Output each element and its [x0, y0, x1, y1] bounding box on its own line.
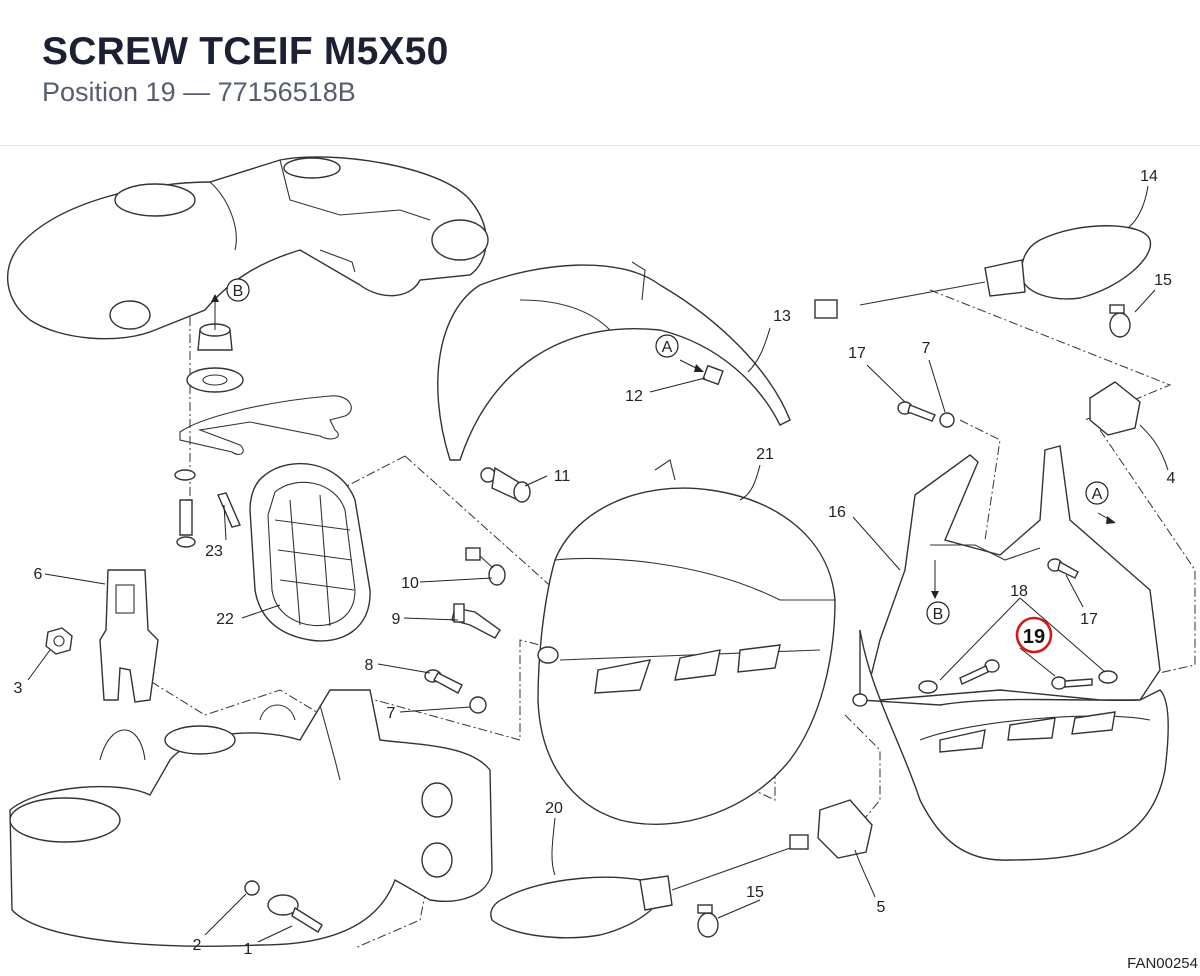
callout-9[interactable]: 9 — [392, 611, 401, 628]
callout-23[interactable]: 23 — [205, 543, 223, 560]
bulb-11 — [480, 466, 531, 503]
callout-5[interactable]: 5 — [877, 899, 886, 916]
callout-21[interactable]: 21 — [756, 446, 774, 463]
bulb-15-bottom — [697, 904, 719, 938]
page-subtitle: Position 19 — 77156518B — [42, 77, 356, 107]
screw-8 — [424, 669, 463, 694]
svg-text:B: B — [233, 283, 244, 300]
stud-1 — [267, 894, 323, 933]
upper-triple-clamp — [6, 156, 489, 340]
callout-20[interactable]: 20 — [545, 800, 563, 817]
leader-lines — [27, 185, 1169, 943]
screw-17-top — [897, 401, 955, 428]
headlight-cover-13 — [437, 261, 791, 461]
callout-16[interactable]: 16 — [828, 504, 846, 521]
clip-18 — [918, 670, 1118, 694]
svg-text:A: A — [1092, 486, 1103, 503]
reference-letter-a-cover: A — [655, 334, 679, 358]
header: SCREW TCEIF M5X50 Position 19 — 77156518… — [0, 0, 1200, 146]
screw-19 — [959, 659, 1093, 690]
nut-3 — [45, 627, 73, 655]
callout-11[interactable]: 11 — [554, 468, 571, 485]
callout-6[interactable]: 6 — [34, 566, 43, 583]
front-fairing — [852, 629, 1169, 861]
svg-text:19: 19 — [1023, 626, 1045, 648]
reference-letter-b-top: B — [226, 278, 250, 302]
turn-indicator-20 — [490, 834, 809, 939]
svg-text:B: B — [933, 606, 944, 623]
washer-17-right — [1047, 558, 1079, 579]
callout-1[interactable]: 1 — [244, 941, 253, 958]
screw-23 — [217, 492, 241, 528]
washer-7-left — [469, 696, 487, 714]
callout-14[interactable]: 14 — [1140, 168, 1158, 185]
highlighted-callout-19[interactable]: 19 — [1015, 616, 1053, 654]
turn-indicator-14 — [814, 225, 1152, 319]
bulb-15-top — [1109, 304, 1131, 338]
callout-15-bottom[interactable]: 15 — [746, 884, 764, 901]
reference-arrows — [211, 294, 1116, 599]
callout-17-top[interactable]: 17 — [848, 345, 866, 362]
page-title: SCREW TCEIF M5X50 — [42, 30, 449, 73]
callout-15-top[interactable]: 15 — [1154, 272, 1172, 289]
bulb-10 — [465, 547, 506, 586]
callout-13[interactable]: 13 — [773, 308, 791, 325]
callout-12[interactable]: 12 — [625, 388, 643, 405]
callout-8[interactable]: 8 — [365, 657, 374, 674]
reference-letter-a-bracket: A — [1085, 481, 1109, 505]
callout-4[interactable]: 4 — [1167, 470, 1176, 487]
position-labels: 14 15 13 12 17 7 4 11 21 16 18 17 6 3 22… — [14, 168, 1176, 958]
drawing-code: FAN00254 — [1127, 955, 1198, 972]
lower-triple-clamp — [9, 689, 493, 947]
callout-10[interactable]: 10 — [401, 575, 419, 592]
socket-5 — [817, 799, 873, 859]
headlight-21 — [537, 459, 836, 826]
callout-7-left[interactable]: 7 — [387, 705, 396, 722]
clip-12 — [702, 364, 724, 386]
air-duct-22 — [249, 463, 371, 642]
bulb-9 — [451, 603, 501, 639]
bracket-16 — [869, 445, 1161, 701]
callout-7-top[interactable]: 7 — [922, 340, 931, 357]
reference-letter-b-bracket: B — [926, 601, 950, 625]
callout-18[interactable]: 18 — [1010, 583, 1028, 600]
callout-2[interactable]: 2 — [193, 937, 202, 954]
callout-17-right[interactable]: 17 — [1080, 611, 1098, 628]
callout-3[interactable]: 3 — [14, 680, 23, 697]
callout-22[interactable]: 22 — [216, 611, 234, 628]
bracket-6 — [99, 569, 159, 703]
washer-2 — [244, 880, 260, 896]
svg-text:A: A — [662, 339, 673, 356]
socket-4 — [1089, 381, 1141, 436]
top-fastener-stack — [174, 323, 352, 548]
